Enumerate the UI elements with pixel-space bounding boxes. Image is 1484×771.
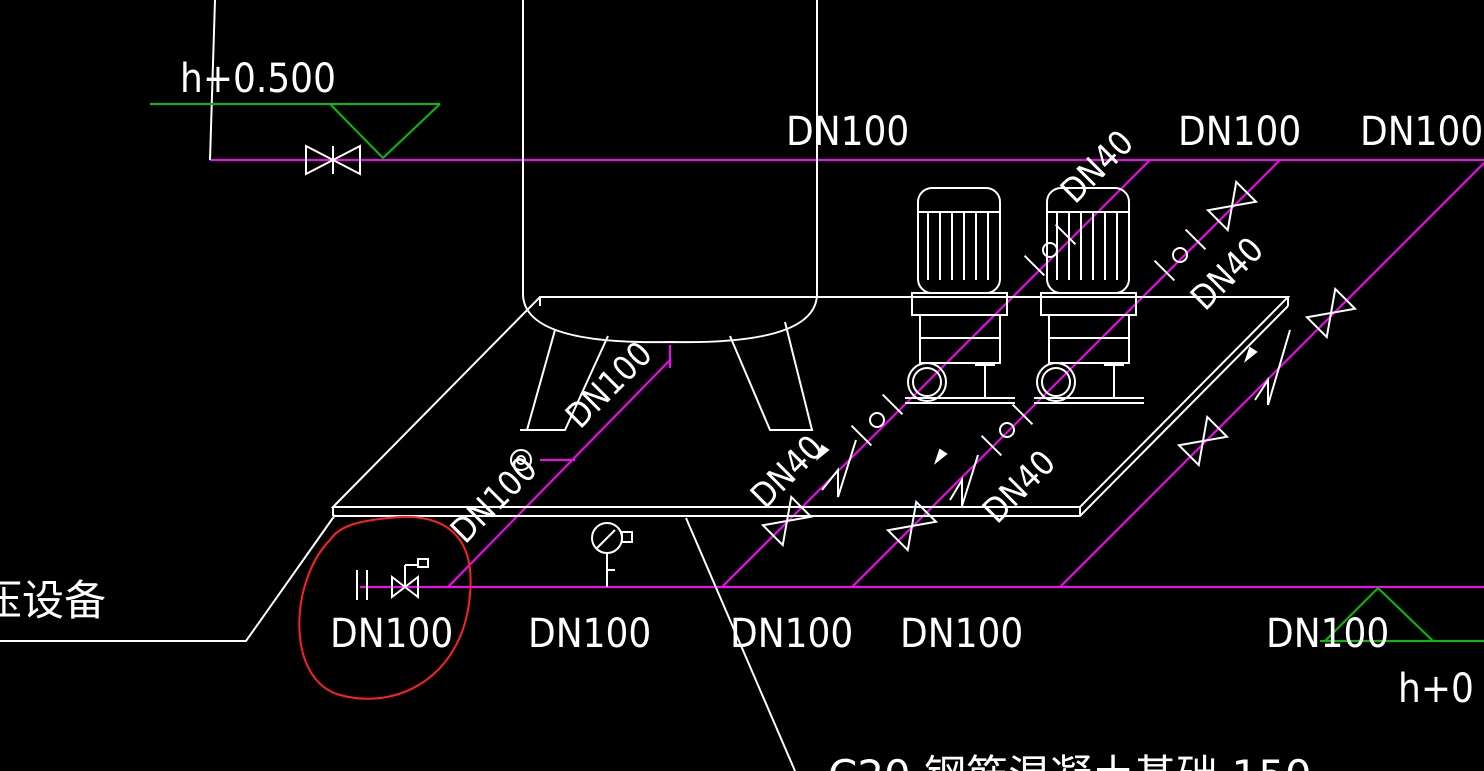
diag-pipe-bypass: [1059, 162, 1484, 588]
pump-1: [905, 187, 1015, 404]
gate-valve-top: [305, 144, 361, 176]
annotation-circle: [298, 515, 472, 700]
concrete-base: [330, 296, 1291, 517]
text-left: 压设备: [0, 576, 106, 625]
equipment-geometry: [0, 0, 1358, 771]
label-bottom-4: DN100: [900, 611, 1023, 657]
union-fittings: [510, 223, 1207, 471]
label-top-2: DN100: [1178, 109, 1301, 155]
elevation-bottom: h+0: [1398, 666, 1474, 712]
pressure-gauge: [591, 522, 633, 587]
pressure-tank: [520, 0, 818, 431]
label-bottom-5: DN100: [1266, 611, 1389, 657]
elevation-top: h+0.500: [180, 56, 336, 102]
diag-valve-3: [1176, 414, 1230, 468]
flow-arrows: [815, 346, 1258, 465]
diag-valve-1: [760, 494, 814, 548]
label-top-3: DN100: [1360, 109, 1483, 155]
label-bottom-1: DN100: [330, 611, 453, 657]
label-top-1: DN100: [786, 109, 909, 155]
diag-pipe-tank: [447, 359, 671, 588]
diag-valve-4: [1304, 286, 1358, 340]
pump-2: [1034, 187, 1144, 404]
elevation-markers: [150, 103, 1484, 642]
diag-valve-2: [885, 499, 939, 553]
label-bottom-2: DN100: [528, 611, 651, 657]
text-bottom: C20 钢筋混凝土基础 150: [828, 751, 1312, 771]
diag-valve-5: [1205, 179, 1259, 233]
inlet-valve: [356, 558, 429, 600]
label-bottom-3: DN100: [730, 611, 853, 657]
check-valves: [821, 329, 1291, 507]
